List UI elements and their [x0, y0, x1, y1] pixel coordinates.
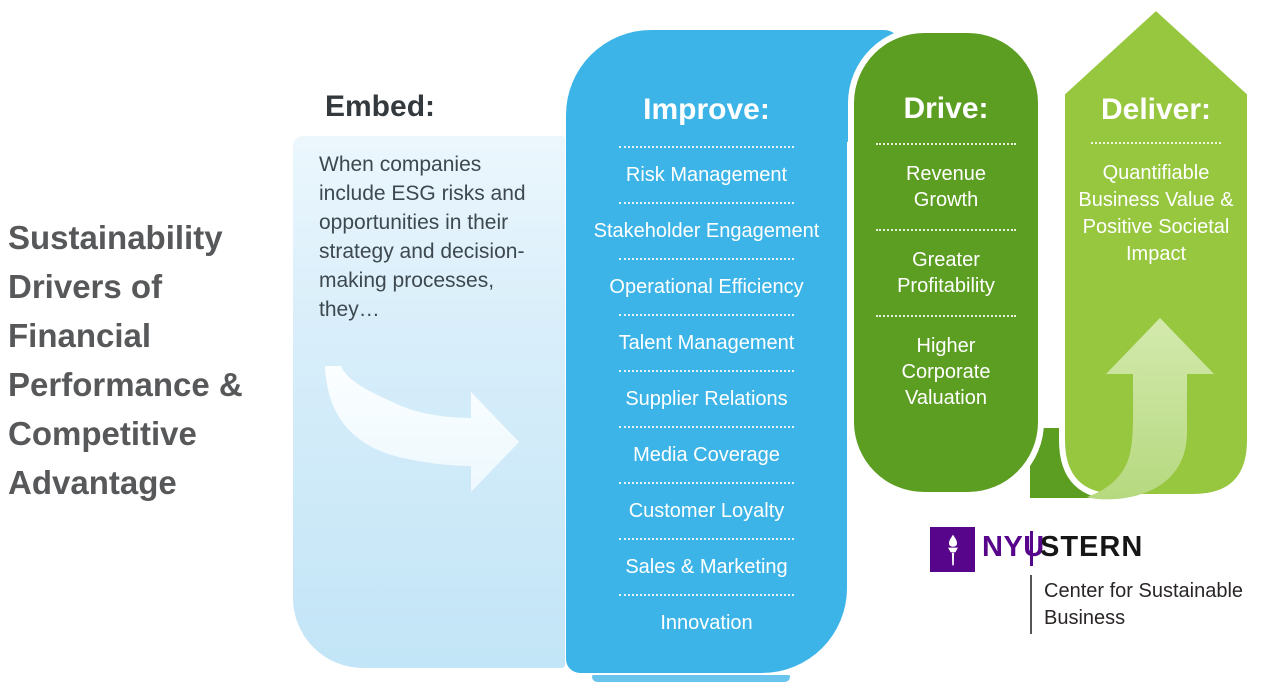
item-label: Operational Efficiency — [609, 275, 804, 298]
dotted-separator — [619, 258, 794, 260]
item-label: Higher Corporate Valuation — [901, 335, 991, 409]
embed-body-text: When companies include ESG risks and opp… — [319, 153, 526, 321]
stern-wordmark: STERN — [1040, 531, 1144, 563]
list-item: Customer Loyalty — [566, 482, 847, 538]
right-curved-arrow-icon — [325, 366, 519, 492]
list-item: Stakeholder Engagement — [566, 202, 847, 258]
item-label: Sales & Marketing — [625, 555, 788, 578]
page-title: Sustainability Drivers of Financial Perf… — [8, 219, 243, 501]
deliver-column — [1059, 4, 1253, 500]
nyu-wordmark: NYU — [982, 531, 1045, 563]
dotted-separator — [1091, 142, 1221, 144]
deliver-body-text: Quantifiable Business Value & Positive S… — [1078, 162, 1234, 265]
list-item: Sales & Marketing — [566, 538, 847, 594]
deliver-heading: Deliver: — [1100, 93, 1212, 126]
torch-icon — [947, 534, 958, 565]
caption-divider-line — [1030, 575, 1032, 634]
item-label: Supplier Relations — [625, 387, 788, 410]
list-item: Risk Management — [566, 146, 847, 202]
item-label: Risk Management — [625, 163, 788, 186]
drive-heading: Drive: — [903, 92, 989, 125]
dotted-separator — [619, 426, 794, 428]
dotted-separator — [619, 538, 794, 540]
logo-caption: Center for Sustainable Business — [1044, 580, 1244, 629]
item-label: Innovation — [660, 611, 753, 634]
improve-heading: Improve: — [643, 93, 770, 126]
dotted-separator — [876, 315, 1016, 317]
list-item: Revenue Growth — [854, 143, 1038, 229]
list-item: Talent Management — [566, 314, 847, 370]
item-label: Media Coverage — [633, 443, 780, 466]
embed-heading: Embed: — [325, 90, 436, 123]
deliver-content: Deliver: Quantifiable Business Value & P… — [1062, 92, 1250, 268]
nyu-torch-tile — [930, 527, 975, 572]
list-item: Innovation — [566, 594, 847, 650]
item-label: Stakeholder Engagement — [593, 219, 820, 242]
dotted-separator — [619, 370, 794, 372]
list-item: Operational Efficiency — [566, 258, 847, 314]
dotted-separator — [619, 594, 794, 596]
item-label: Customer Loyalty — [628, 499, 785, 522]
item-label: Revenue Growth — [905, 163, 987, 211]
logo-divider-bar — [1030, 531, 1033, 566]
dotted-separator — [876, 229, 1016, 231]
list-item: Higher Corporate Valuation — [854, 315, 1038, 427]
dotted-separator — [619, 202, 794, 204]
list-item: Supplier Relations — [566, 370, 847, 426]
dotted-separator — [876, 143, 1016, 145]
dotted-separator — [619, 482, 794, 484]
item-label: Talent Management — [618, 331, 795, 354]
dotted-separator — [619, 146, 794, 148]
list-item: Greater Profitability — [854, 229, 1038, 315]
blue-ribbon-fold — [592, 675, 790, 682]
list-item: Media Coverage — [566, 426, 847, 482]
embed-panel: When companies include ESG risks and opp… — [293, 136, 565, 668]
item-label: Greater Profitability — [897, 249, 995, 297]
dotted-separator — [619, 314, 794, 316]
up-curved-arrow-icon — [1087, 318, 1214, 500]
